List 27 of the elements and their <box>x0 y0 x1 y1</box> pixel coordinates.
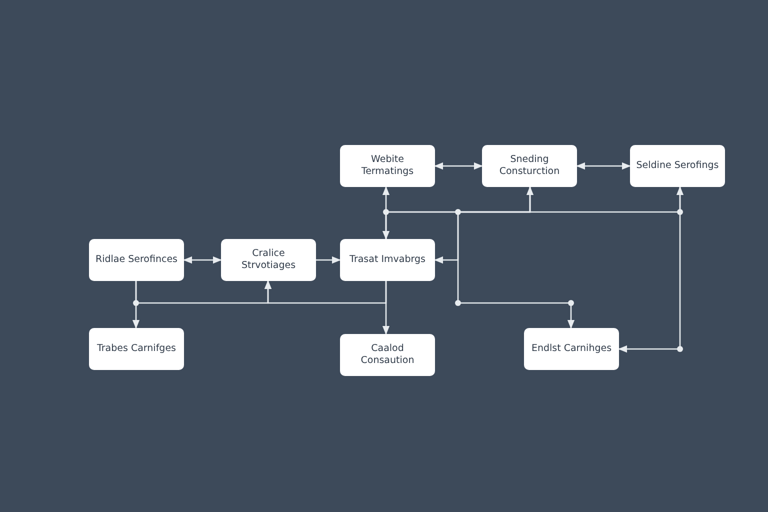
box-label: Trabes Carnifges <box>96 342 176 356</box>
process-box <box>524 328 619 370</box>
box-label: Trasat Imvabrgs <box>350 254 426 266</box>
box-label: Webite Termatings <box>360 154 415 178</box>
arrow <box>576 162 631 170</box>
process-box <box>89 328 184 370</box>
arrow <box>183 256 222 264</box>
box-label: Seldine Serofings <box>636 160 719 172</box>
process-box <box>482 145 577 187</box>
process-box <box>630 145 725 187</box>
box-label: Caalod Consaution <box>360 342 416 368</box>
arrow <box>618 187 681 353</box>
arrow <box>382 186 390 240</box>
box-label: Ridlae Serofinces <box>95 254 178 266</box>
arrow <box>316 256 341 264</box>
arrow <box>434 162 483 170</box>
box-label: Cralice Strvotiages <box>240 248 297 272</box>
arrow <box>264 280 387 304</box>
process-box <box>221 239 316 281</box>
process-box <box>340 145 435 187</box>
arrow <box>385 186 684 239</box>
process-box <box>340 334 435 376</box>
box-label: Sneding Consturction <box>498 154 561 178</box>
box-label: Endlst Carnihges <box>531 342 612 356</box>
arrow <box>457 187 575 329</box>
process-box <box>340 239 435 281</box>
process-box <box>89 239 184 281</box>
